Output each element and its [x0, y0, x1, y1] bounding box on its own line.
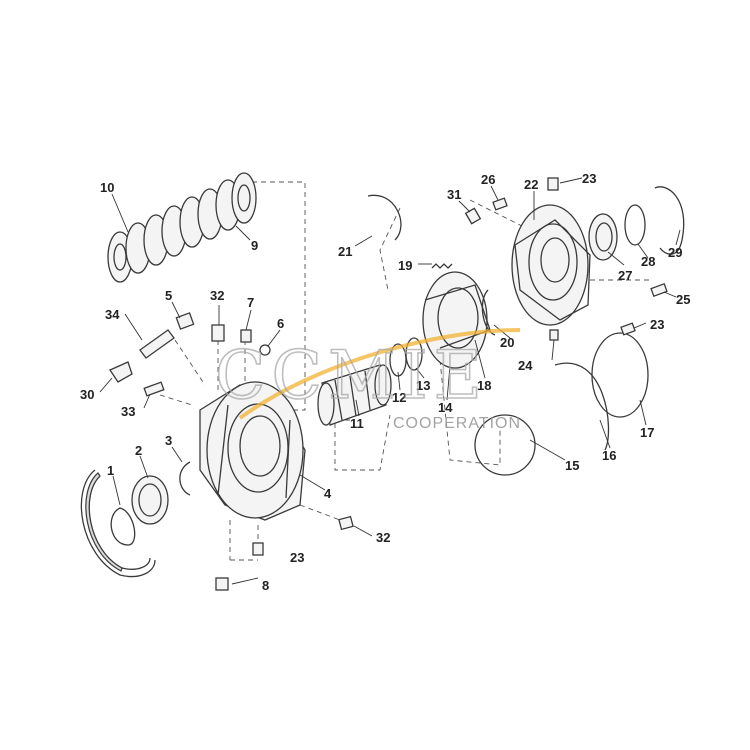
- callout-12: 12: [392, 390, 406, 405]
- callout-10: 10: [100, 180, 114, 195]
- assembly-guide-lines: [159, 181, 650, 561]
- callout-33: 33: [121, 404, 135, 419]
- callout-34: 34: [105, 307, 120, 322]
- bolt-23-top: [547, 177, 559, 191]
- callout-23-bottom: 23: [290, 550, 304, 565]
- callout-18: 18: [477, 378, 491, 393]
- callout-26: 26: [481, 172, 495, 187]
- fitting-24: [549, 329, 559, 341]
- callout-labels: 1 2 3 4 5 7 6 8 9 10 11 12 13 14 15 16 1…: [80, 171, 690, 593]
- splined-shaft-11: [317, 364, 392, 426]
- seal-27: [588, 213, 618, 261]
- ring-28: [624, 204, 646, 246]
- callout-30: 30: [80, 387, 94, 402]
- callout-13: 13: [416, 378, 430, 393]
- callout-23-right: 23: [650, 317, 664, 332]
- ring-gear: [80, 469, 156, 578]
- callout-32-top: 32: [210, 288, 224, 303]
- housing-4: [199, 381, 306, 521]
- snap-ring-1: [110, 507, 136, 546]
- fitting-31: [464, 207, 482, 225]
- ring-13: [405, 337, 423, 371]
- callout-19: 19: [398, 258, 412, 273]
- bolt-23-bottom: [252, 542, 264, 556]
- callout-31: 31: [447, 187, 461, 202]
- callout-22: 22: [524, 177, 538, 192]
- plug-5: [175, 312, 195, 330]
- bolt-23-right: [620, 322, 636, 336]
- ring-29: [654, 186, 685, 255]
- fitting-33: [143, 381, 165, 397]
- plug-32-bottom: [338, 515, 354, 531]
- callout-3: 3: [165, 433, 172, 448]
- leader-lines: [99, 177, 681, 585]
- callout-8: 8: [262, 578, 269, 593]
- watermark: CCMIE COOPERATION: [214, 328, 521, 432]
- snap-ring-20: [481, 289, 496, 336]
- fitting-26: [492, 197, 508, 211]
- callout-14: 14: [438, 400, 453, 415]
- callout-32-bottom: 32: [376, 530, 390, 545]
- callout-28: 28: [641, 254, 655, 269]
- callout-7: 7: [247, 295, 254, 310]
- callout-29: 29: [668, 245, 682, 260]
- plug-32-top: [211, 324, 225, 342]
- watermark-brand: CCMIE: [215, 337, 488, 414]
- callout-2: 2: [135, 443, 142, 458]
- ring-15: [474, 414, 536, 476]
- callout-24: 24: [518, 358, 533, 373]
- callout-21: 21: [338, 244, 352, 259]
- plug-8: [215, 577, 229, 591]
- watermark-swoosh: [238, 328, 521, 420]
- callout-1: 1: [107, 463, 114, 478]
- ring-17: [591, 332, 649, 418]
- retaining-ring-3: [179, 461, 191, 496]
- snap-ring-21: [367, 194, 402, 241]
- bolt-25: [650, 283, 668, 297]
- end-cover-22: [511, 204, 591, 326]
- washer-6: [259, 344, 271, 356]
- seal-2: [131, 475, 169, 525]
- clutch-disc-stack: [107, 172, 257, 283]
- callout-25: 25: [676, 292, 690, 307]
- watermark-tagline: COOPERATION: [393, 415, 521, 432]
- callout-17: 17: [640, 425, 654, 440]
- callout-6: 6: [277, 316, 284, 331]
- ring-16: [554, 362, 610, 451]
- callout-16: 16: [602, 448, 616, 463]
- callout-9: 9: [251, 238, 258, 253]
- pipe-34: [139, 329, 175, 359]
- spring-19: [431, 263, 453, 269]
- callout-5: 5: [165, 288, 172, 303]
- callout-11: 11: [350, 416, 364, 431]
- callout-15: 15: [565, 458, 579, 473]
- callout-4: 4: [324, 486, 332, 501]
- callout-23-top: 23: [582, 171, 596, 186]
- elbow-30: [109, 361, 133, 383]
- callout-20: 20: [500, 335, 514, 350]
- callout-27: 27: [618, 268, 632, 283]
